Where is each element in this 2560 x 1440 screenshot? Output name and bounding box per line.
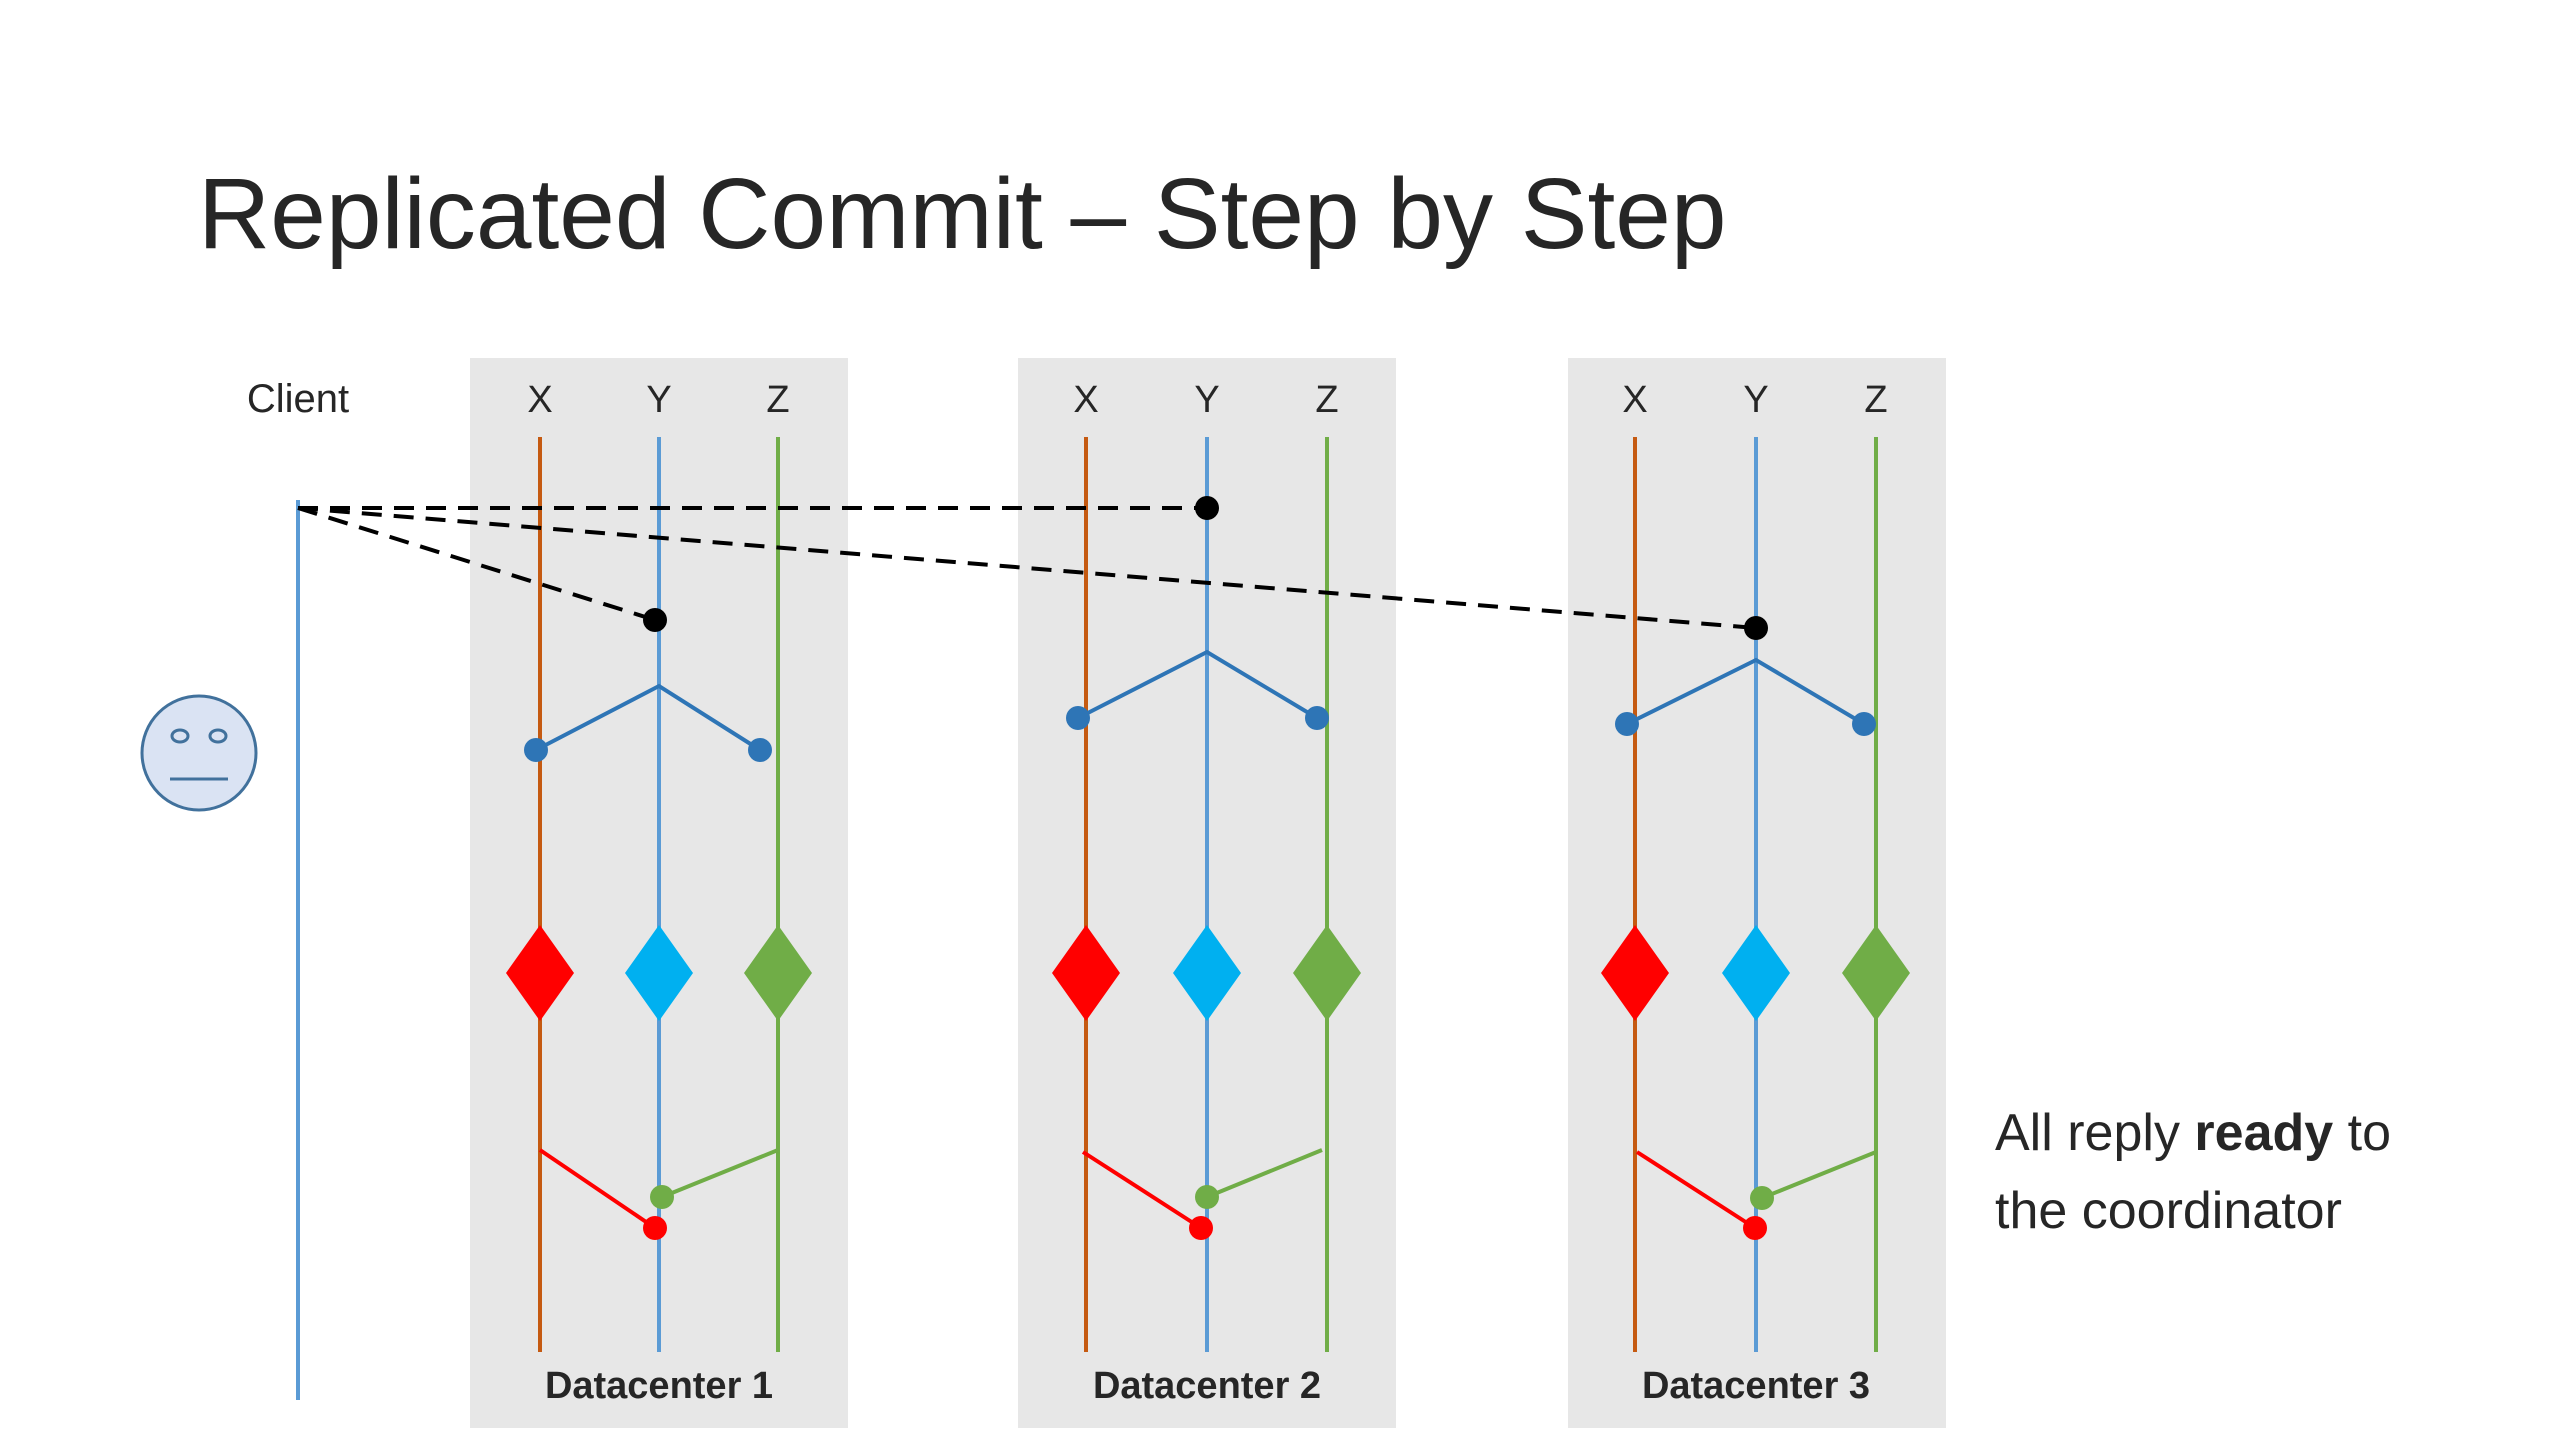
- dc2-col-x-label: X: [1073, 379, 1098, 421]
- dc2-fan-out: [1077, 649, 1319, 720]
- note-line-1: All reply ready to: [1995, 1104, 2391, 1162]
- dc3-red-reply-dot: [1743, 1216, 1767, 1240]
- dc3-arrival-dot: [1744, 616, 1768, 640]
- message-to-dc3: [297, 506, 1757, 630]
- dc3-fan-out: [1626, 657, 1866, 726]
- note-line-1-start: All reply: [1995, 1104, 2194, 1162]
- fan-out: [535, 649, 1866, 752]
- dc3-col-x-label: X: [1622, 379, 1647, 421]
- note-line-2: the coordinator: [1995, 1182, 2342, 1240]
- dc1-arrival-dot: [643, 608, 667, 632]
- column-labels: X Y Z X Y Z X Y Z: [527, 379, 1887, 421]
- datacenter-3-name: Datacenter 3: [1642, 1365, 1870, 1407]
- dc2-x-reply: [1081, 1150, 1203, 1230]
- dc1-col-y-label: Y: [646, 379, 671, 421]
- dc2-col-z-label: Z: [1315, 379, 1338, 421]
- dc3-fan-x-dot: [1615, 712, 1639, 736]
- dc1-red-reply-dot: [643, 1216, 667, 1240]
- dc3-green-reply-dot: [1750, 1186, 1774, 1210]
- dc3-col-y-label: Y: [1743, 379, 1768, 421]
- dc3-fan-z-dot: [1852, 712, 1876, 736]
- fan-out-dots: [524, 706, 1876, 762]
- client-messages: [297, 506, 1757, 630]
- slide-title: Replicated Commit – Step by Step: [198, 158, 1727, 270]
- datacenter-names: Datacenter 1 Datacenter 2 Datacenter 3: [545, 1365, 1870, 1407]
- message-arrival-dots: [643, 496, 1768, 640]
- dc3-x-reply: [1635, 1150, 1757, 1230]
- ready-replies: [538, 1148, 1877, 1230]
- dc1-col-x-label: X: [527, 379, 552, 421]
- dc1-col-z-label: Z: [766, 379, 789, 421]
- dc3-z-diamond: [1842, 925, 1910, 1021]
- dc2-fan-z-dot: [1305, 706, 1329, 730]
- dc2-red-reply-dot: [1189, 1216, 1213, 1240]
- dc1-fan-out: [535, 683, 762, 752]
- dc2-z-reply: [1206, 1148, 1323, 1199]
- datacenter-1-name: Datacenter 1: [545, 1365, 773, 1407]
- dc2-x-diamond: [1052, 925, 1120, 1021]
- neutral-face-icon: [140, 694, 258, 812]
- dc1-fan-z-dot: [748, 738, 772, 762]
- dc3-y-diamond: [1722, 925, 1790, 1021]
- dc1-y-diamond: [625, 925, 693, 1021]
- dc2-arrival-dot: [1195, 496, 1219, 520]
- dc1-green-reply-dot: [650, 1185, 674, 1209]
- dc3-z-reply: [1761, 1150, 1877, 1200]
- dc3-x-diamond: [1601, 925, 1669, 1021]
- dc2-fan-x-dot: [1066, 706, 1090, 730]
- dc1-z-diamond: [744, 925, 812, 1021]
- note-line-1-end: to: [2333, 1104, 2391, 1162]
- dc1-z-reply: [661, 1148, 779, 1199]
- note-ready-word: ready: [2194, 1104, 2333, 1162]
- dc2-z-diamond: [1293, 925, 1361, 1021]
- dc2-green-reply-dot: [1195, 1185, 1219, 1209]
- dc1-x-diamond: [506, 925, 574, 1021]
- lock-diamonds: [506, 925, 1910, 1021]
- reply-dots: [643, 1185, 1774, 1240]
- dc2-y-diamond: [1173, 925, 1241, 1021]
- client-label: Client: [247, 377, 349, 421]
- datacenter-2-name: Datacenter 2: [1093, 1365, 1321, 1407]
- dc3-col-z-label: Z: [1864, 379, 1887, 421]
- dc1-fan-x-dot: [524, 738, 548, 762]
- dc2-col-y-label: Y: [1194, 379, 1219, 421]
- dc1-x-reply: [538, 1148, 657, 1230]
